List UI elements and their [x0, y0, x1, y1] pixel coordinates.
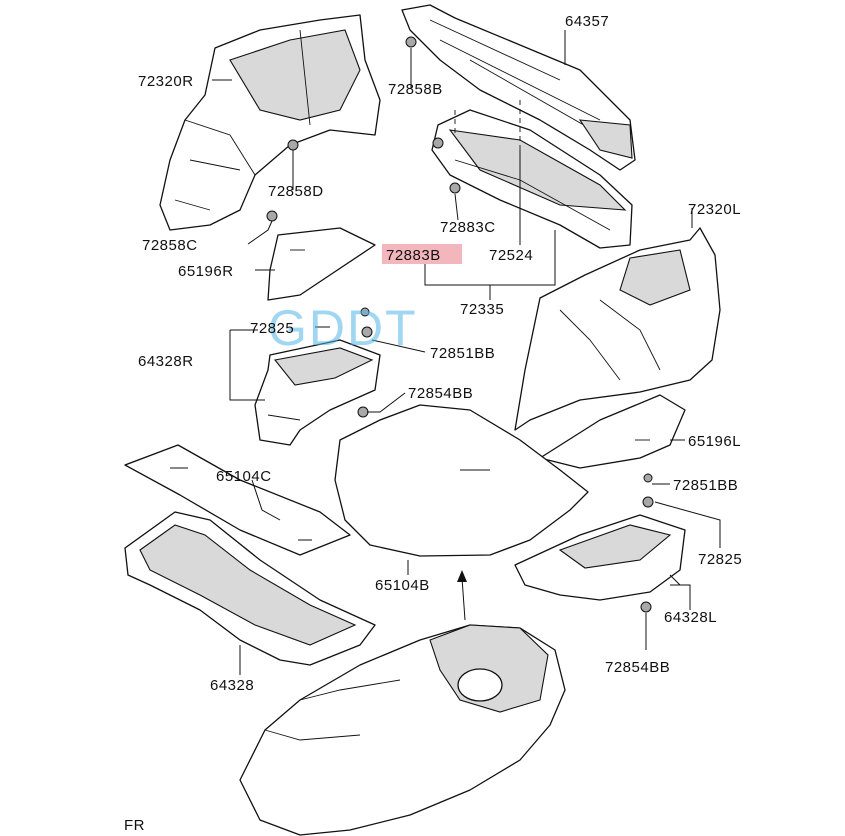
label-64328l: 64328L — [664, 609, 717, 626]
side-trim-72320r — [159, 14, 381, 231]
label-72858d: 72858D — [268, 183, 324, 200]
box-64328l — [514, 514, 686, 601]
car-outline — [239, 624, 566, 836]
label-72851bb-right: 72851BB — [673, 477, 738, 494]
label-72883c: 72883C — [440, 219, 496, 236]
label-65104c: 65104C — [216, 468, 272, 485]
highlight-72883b — [382, 244, 462, 264]
label-72854bb-bottom: 72854BB — [605, 659, 670, 676]
tray-64328 — [124, 511, 376, 666]
label-64328r: 64328R — [138, 353, 194, 370]
label-72524: 72524 — [489, 247, 533, 264]
label-65196l: 65196L — [688, 433, 741, 450]
label-72858b: 72858B — [388, 81, 443, 98]
label-fr: FR — [124, 817, 145, 834]
label-72854bb-top: 72854BB — [408, 385, 473, 402]
trim-64357 — [401, 4, 636, 171]
box-64328r — [254, 339, 381, 446]
label-64357: 64357 — [565, 13, 609, 30]
panel-72335 — [431, 100, 633, 249]
mat-65196l — [539, 394, 686, 469]
label-72883b: 72883B — [386, 247, 441, 264]
label-65104b: 65104B — [375, 577, 430, 594]
watermark-text: GDDT — [268, 300, 418, 356]
label-65196r: 65196R — [178, 263, 234, 280]
side-trim-72320l — [514, 227, 721, 431]
fasteners — [266, 36, 654, 613]
label-72851bb-top: 72851BB — [430, 345, 495, 362]
label-72858c: 72858C — [142, 237, 198, 254]
label-72825-right: 72825 — [698, 551, 742, 568]
board-65104c — [124, 444, 351, 556]
label-72320r: 72320R — [138, 73, 194, 90]
floor-65104b — [334, 404, 589, 557]
mat-65196r — [267, 227, 376, 301]
direction-arrow — [457, 570, 467, 621]
label-72320l: 72320L — [688, 201, 741, 218]
label-64328: 64328 — [210, 677, 254, 694]
label-72825-top: 72825 — [250, 320, 294, 337]
leader-lines — [212, 30, 721, 675]
label-72335: 72335 — [460, 301, 504, 318]
